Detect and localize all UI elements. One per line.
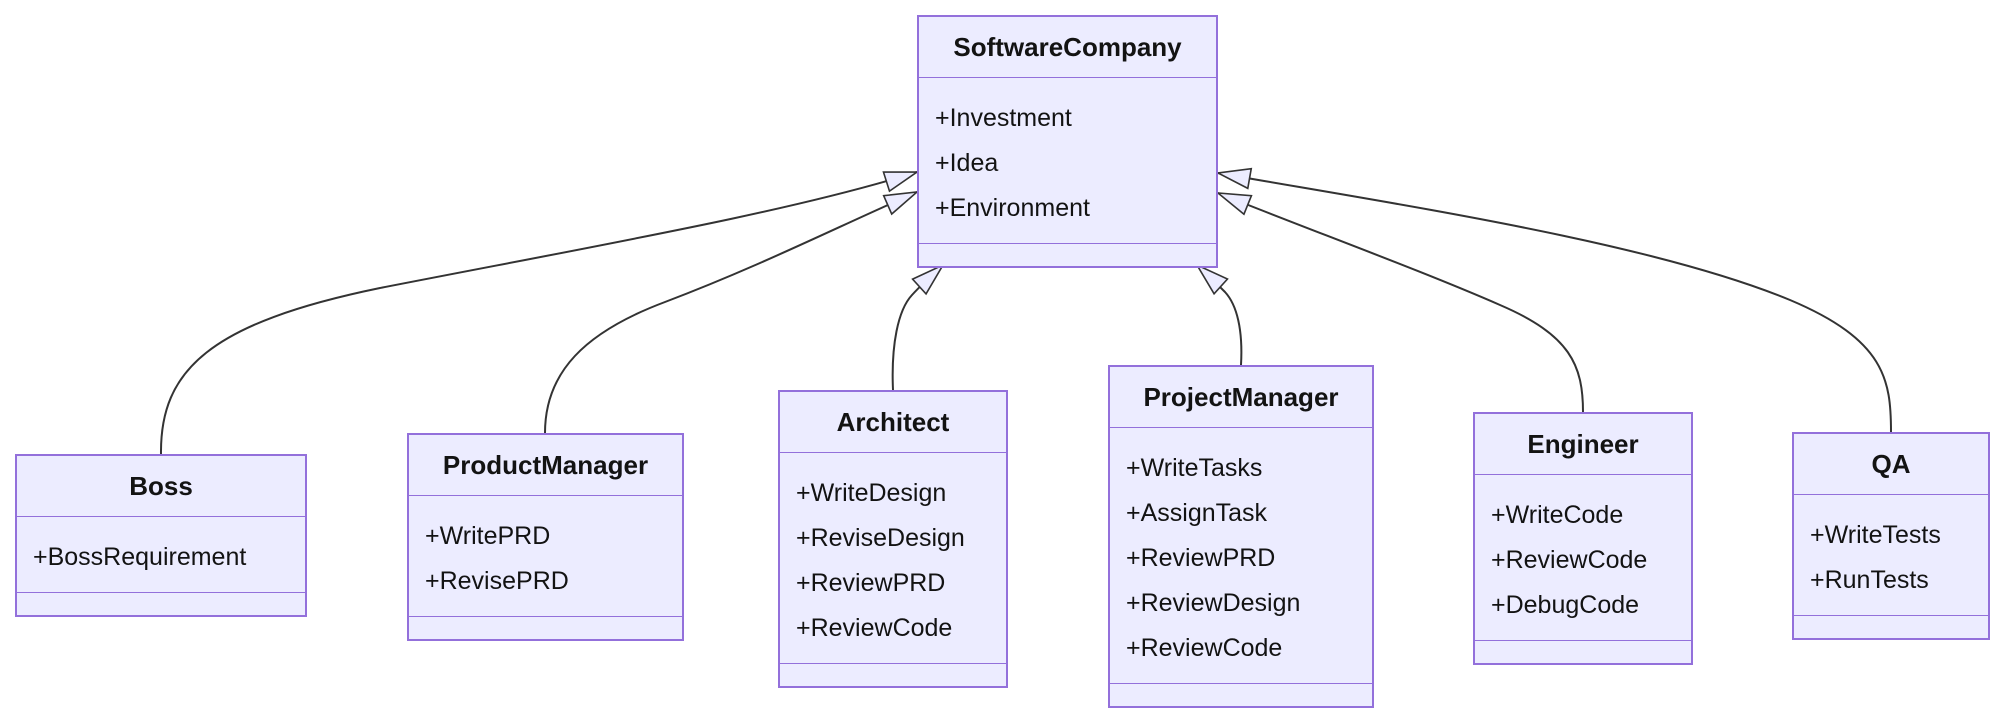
- edge-projectmanager-extends-softwarecompany: [1197, 265, 1243, 366]
- class-softwarecompany-methods: [919, 244, 1216, 266]
- class-productmanager: ProductManager +WritePRD +RevisePRD: [407, 433, 684, 641]
- class-boss: Boss +BossRequirement: [15, 454, 307, 617]
- attribute: +ReviewPRD: [1126, 544, 1276, 572]
- class-architect-title: Architect: [780, 392, 1006, 453]
- edge-qa-extends-softwarecompany: [1218, 173, 1892, 433]
- edge-boss-extends-softwarecompany: [159, 171, 917, 455]
- class-qa-title: QA: [1794, 434, 1988, 495]
- class-boss-methods: [17, 593, 305, 615]
- class-productmanager-title: ProductManager: [409, 435, 682, 496]
- attribute: +AssignTask: [1126, 499, 1268, 527]
- edge-engineer-extends-softwarecompany: [1218, 193, 1584, 413]
- attribute: +ReviewCode: [1491, 546, 1648, 574]
- attribute: +ReviewCode: [796, 614, 953, 642]
- attribute: +Investment: [935, 104, 1072, 132]
- attribute: +ReviewCode: [1126, 634, 1283, 662]
- class-architect: Architect +WriteDesign +ReviseDesign +Re…: [778, 390, 1008, 688]
- class-boss-attributes: +BossRequirement: [17, 517, 305, 593]
- attribute: +ReviewPRD: [796, 569, 946, 597]
- class-qa-attributes: +WriteTests +RunTests: [1794, 495, 1988, 616]
- class-softwarecompany: SoftwareCompany +Investment +Idea +Envir…: [917, 15, 1218, 268]
- attribute: +WriteCode: [1491, 501, 1624, 529]
- attribute: +WriteTasks: [1126, 454, 1263, 482]
- attribute: +DebugCode: [1491, 591, 1640, 619]
- attribute: +WriteTests: [1810, 521, 1941, 549]
- edge-productmanager-extends-softwarecompany: [544, 192, 917, 434]
- attribute: +Environment: [935, 194, 1090, 222]
- class-projectmanager-attributes: +WriteTasks +AssignTask +ReviewPRD +Revi…: [1110, 428, 1372, 684]
- class-engineer-methods: [1475, 641, 1691, 663]
- class-projectmanager-methods: [1110, 684, 1372, 706]
- attribute: +ReviseDesign: [796, 524, 965, 552]
- class-qa-methods: [1794, 616, 1988, 638]
- class-architect-attributes: +WriteDesign +ReviseDesign +ReviewPRD +R…: [780, 453, 1006, 664]
- class-projectmanager: ProjectManager +WriteTasks +AssignTask +…: [1108, 365, 1374, 708]
- class-engineer-attributes: +WriteCode +ReviewCode +DebugCode: [1475, 475, 1691, 641]
- class-productmanager-methods: [409, 617, 682, 639]
- class-softwarecompany-attributes: +Investment +Idea +Environment: [919, 78, 1216, 244]
- class-projectmanager-title: ProjectManager: [1110, 367, 1372, 428]
- attribute: +WriteDesign: [796, 479, 947, 507]
- attribute: +RunTests: [1810, 566, 1929, 594]
- class-softwarecompany-title: SoftwareCompany: [919, 17, 1216, 78]
- attribute: +Idea: [935, 149, 999, 177]
- attribute: +BossRequirement: [33, 543, 247, 571]
- class-boss-title: Boss: [17, 456, 305, 517]
- class-engineer-title: Engineer: [1475, 414, 1691, 475]
- class-qa: QA +WriteTests +RunTests: [1792, 432, 1990, 640]
- class-engineer: Engineer +WriteCode +ReviewCode +DebugCo…: [1473, 412, 1693, 665]
- class-productmanager-attributes: +WritePRD +RevisePRD: [409, 496, 682, 617]
- attribute: +WritePRD: [425, 522, 551, 550]
- edge-architect-extends-softwarecompany: [891, 265, 943, 391]
- attribute: +ReviewDesign: [1126, 589, 1301, 617]
- attribute: +RevisePRD: [425, 567, 569, 595]
- class-architect-methods: [780, 664, 1006, 686]
